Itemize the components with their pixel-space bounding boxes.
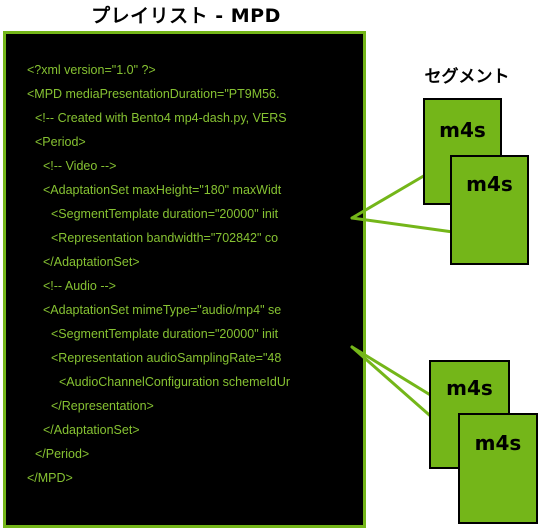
mpd-line: <SegmentTemplate duration="20000" init [51, 207, 279, 221]
mpd-line: <AdaptationSet mimeType="audio/mp4" se [43, 303, 282, 317]
video-segment-2-label: m4s [466, 172, 513, 196]
mpd-line: </MPD> [27, 471, 73, 485]
audio-connector-upper [350, 345, 434, 398]
audio-segment-1-label: m4s [446, 376, 493, 400]
mpd-line: <!-- Video --> [43, 159, 117, 173]
audio-segment-2: m4s [458, 413, 538, 524]
mpd-line: <?xml version="1.0" ?> [27, 63, 156, 77]
mpd-line: <AudioChannelConfiguration schemeIdUr [59, 375, 291, 389]
mpd-line: <MPD mediaPresentationDuration="PT9M56. [27, 87, 280, 101]
video-connector-lower [350, 216, 455, 234]
mpd-line: </Period> [35, 447, 90, 461]
video-connector-upper [350, 172, 429, 220]
mpd-line: </Representation> [51, 399, 154, 413]
mpd-line: <AdaptationSet maxHeight="180" maxWidt [43, 183, 282, 197]
mpd-line: </AdaptationSet> [43, 423, 140, 437]
audio-segment-2-label: m4s [474, 431, 522, 455]
mpd-line: <Representation bandwidth="702842" co [51, 231, 279, 245]
mpd-line: <!-- Created with Bento4 mp4-dash.py, VE… [35, 111, 287, 125]
mpd-line: </AdaptationSet> [43, 255, 140, 269]
mpd-code-panel [3, 31, 366, 528]
video-segment-2: m4s [450, 155, 529, 265]
mpd-title: プレイリスト - MPD [91, 5, 281, 27]
mpd-line: <!-- Audio --> [43, 279, 116, 293]
video-segment-1-label: m4s [439, 118, 486, 142]
mpd-line: <Representation audioSamplingRate="48 [51, 351, 282, 365]
mpd-line: <SegmentTemplate duration="20000" init [51, 327, 279, 341]
segments-title: セグメント [424, 67, 510, 87]
mpd-code-lines: <?xml version="1.0" ?> <MPD mediaPresenta… [27, 60, 341, 500]
mpd-line: <Period> [35, 135, 86, 149]
